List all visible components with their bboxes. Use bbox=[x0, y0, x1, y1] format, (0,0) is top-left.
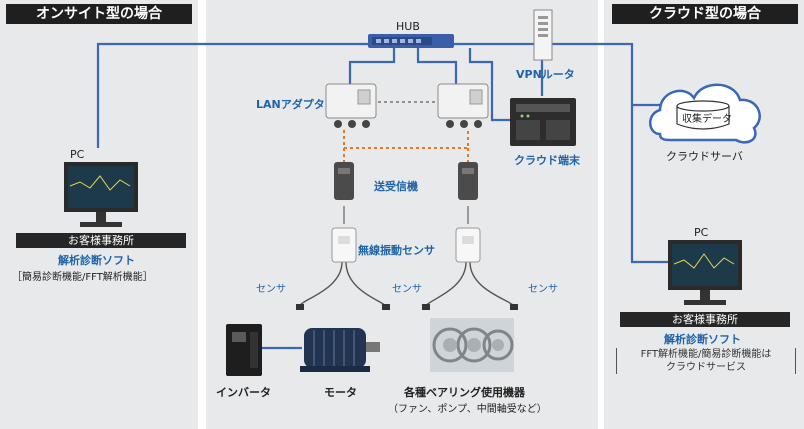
cloud-features-line1: FFT解析機能/簡易診断機能は bbox=[640, 349, 772, 360]
inverter-device bbox=[226, 324, 262, 376]
inverter-label: インバータ bbox=[216, 386, 271, 399]
onsite-features: ［簡易診断機能/FFT解析機能］ bbox=[12, 272, 153, 283]
onsite-title: オンサイト型の場合 bbox=[6, 4, 192, 24]
lan-adapter-right bbox=[437, 83, 489, 128]
sensor-label-3: センサ bbox=[528, 284, 558, 295]
wireless-sensor-label: 無線振動センサ bbox=[358, 244, 435, 257]
transceiver-right bbox=[458, 162, 478, 200]
wireless-sensor-left bbox=[331, 227, 357, 263]
pairing-arrows bbox=[343, 206, 469, 224]
cloud-terminal-label: クラウド端末 bbox=[514, 154, 580, 167]
cloud-software: 解析診断ソフト bbox=[664, 333, 741, 346]
cloud-server-label: クラウドサーバ bbox=[666, 150, 743, 163]
lan-adapter-left bbox=[325, 83, 377, 128]
lan-adapter-label: LANアダプタ bbox=[256, 98, 325, 111]
cloud-features-line2: クラウドサービス bbox=[666, 362, 746, 373]
cloud-data-label: 収集データ bbox=[682, 114, 732, 125]
transceiver-left bbox=[334, 162, 354, 200]
sensor-label-2: センサ bbox=[392, 284, 422, 295]
network-links bbox=[96, 42, 668, 350]
cloud-title: クラウド型の場合 bbox=[612, 4, 798, 24]
transceiver-label: 送受信機 bbox=[374, 180, 418, 193]
bearing-equipment-image bbox=[430, 318, 514, 372]
cloud-panel bbox=[604, 0, 804, 429]
onsite-office-bar: お客様事務所 bbox=[16, 233, 186, 248]
vpn-router-device bbox=[533, 9, 553, 61]
cloud-pc-device bbox=[668, 240, 742, 305]
hub-label: HUB bbox=[396, 20, 420, 33]
onsite-pc-device bbox=[64, 162, 138, 227]
bearings-subtitle: （ファン、ポンプ、中間軸受など） bbox=[388, 404, 547, 415]
wireless-links bbox=[343, 130, 469, 162]
hub-device bbox=[368, 34, 454, 48]
motor-label: モータ bbox=[324, 386, 357, 399]
center-panel bbox=[206, 0, 598, 429]
cloud-features: FFT解析機能/簡易診断機能は クラウドサービス bbox=[616, 348, 796, 374]
cloud-office-bar: お客様事務所 bbox=[620, 312, 790, 327]
onsite-software: 解析診断ソフト bbox=[58, 254, 135, 267]
cloud-pc-label: PC bbox=[694, 226, 709, 239]
onsite-pc-label: PC bbox=[70, 148, 85, 161]
cloud-server-shape bbox=[649, 83, 761, 144]
cloud-terminal-device bbox=[510, 98, 576, 146]
sensor-heads bbox=[296, 304, 518, 310]
sensor-label-1: センサ bbox=[256, 284, 286, 295]
wireless-sensor-right bbox=[455, 227, 481, 263]
vpn-router-label: VPNルータ bbox=[516, 68, 575, 81]
bearings-title: 各種ベアリング使用機器 bbox=[404, 386, 525, 399]
motor-device bbox=[300, 328, 380, 372]
